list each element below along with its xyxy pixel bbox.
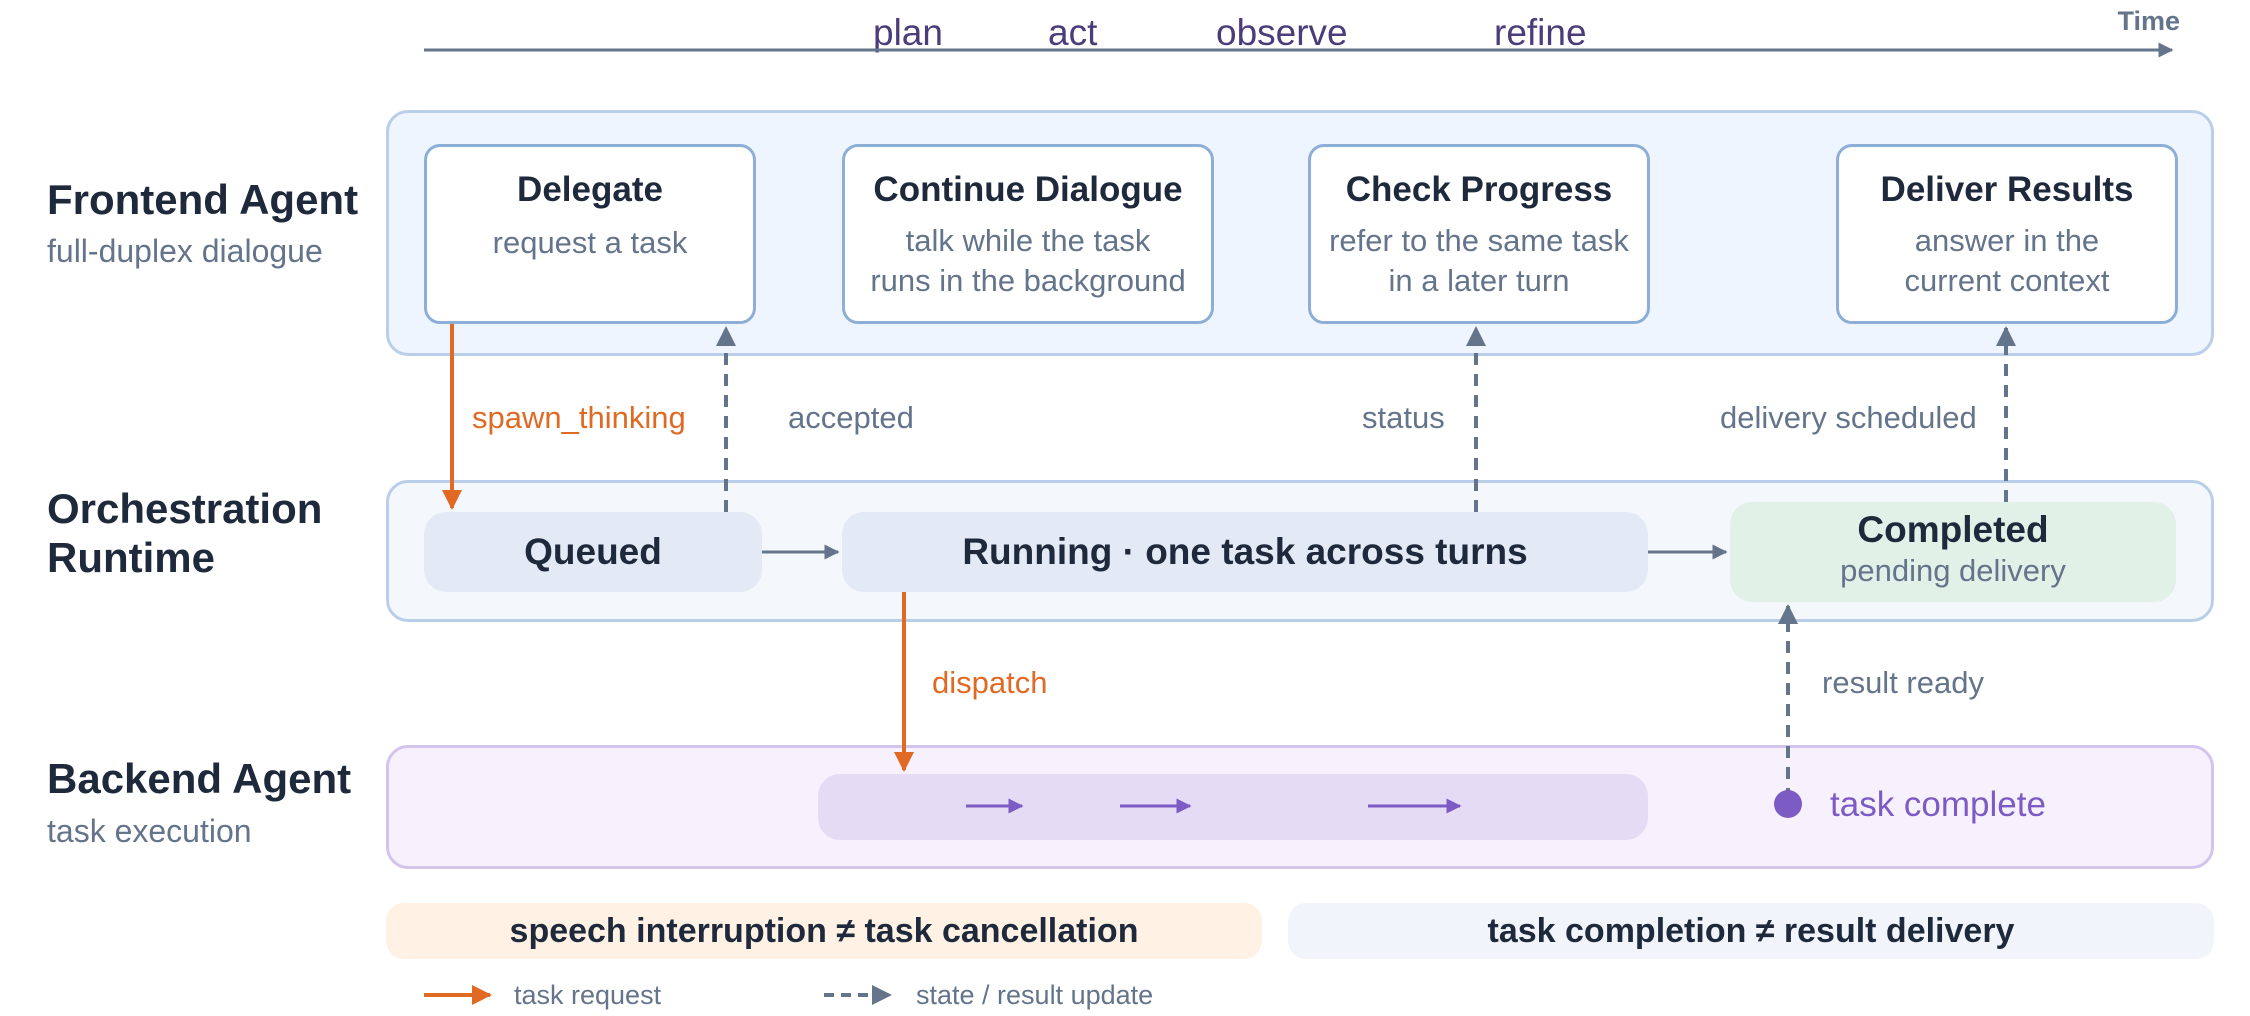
- state-running-label: Running · one task across turns: [962, 531, 1528, 572]
- card-title: Deliver Results: [1880, 170, 2134, 209]
- frontend-lane-subtitle: full-duplex dialogue: [47, 233, 323, 269]
- edge-label-accepted: accepted: [788, 400, 914, 435]
- backend-loop: [818, 774, 1648, 840]
- orchestration-lane-title-line1: Orchestration: [47, 485, 323, 532]
- card-check-progress: Check Progress refer to the same task in…: [1308, 144, 1650, 324]
- task-complete-dot: [1774, 790, 1802, 818]
- card-description-line2: current context: [1904, 263, 2110, 298]
- card-delegate: Delegate request a task: [424, 144, 756, 324]
- edge-label-result-ready: result ready: [1822, 665, 1984, 700]
- card-title: Continue Dialogue: [873, 170, 1183, 209]
- card-description-line1: answer in the: [1914, 223, 2100, 258]
- loop-step-plan: plan: [873, 12, 943, 53]
- task-complete-label: task complete: [1830, 785, 2046, 824]
- loop-step-refine: refine: [1494, 12, 1587, 53]
- card-description-line1: refer to the same task: [1329, 223, 1629, 258]
- legend-state-update-label: state / result update: [916, 980, 1154, 1010]
- state-queued-label: Queued: [524, 531, 662, 572]
- card-title: Check Progress: [1345, 170, 1613, 209]
- legend-task-request-label: task request: [514, 980, 662, 1010]
- backend-lane-subtitle: task execution: [47, 813, 252, 849]
- frontend-lane-title: Frontend Agent: [47, 176, 359, 223]
- card-description: request a task: [492, 225, 688, 260]
- edge-label-delivery-scheduled: delivery scheduled: [1720, 400, 1977, 435]
- time-axis-label: Time: [2117, 6, 2180, 36]
- backend-lane-title: Backend Agent: [47, 755, 352, 802]
- state-running: Running · one task across turns: [842, 512, 1648, 592]
- state-completed-label: Completed: [1857, 509, 2049, 550]
- card-description-line2: runs in the background: [870, 263, 1186, 298]
- edge-label-dispatch: dispatch: [932, 665, 1048, 700]
- edge-label-spawn-thinking: spawn_thinking: [472, 400, 686, 435]
- card-deliver-results: Deliver Results answer in the current co…: [1836, 144, 2178, 324]
- card-title: Delegate: [517, 170, 663, 209]
- loop-step-act: act: [1048, 12, 1098, 53]
- edge-label-status: status: [1362, 400, 1445, 435]
- note-completion-delivery: task completion ≠ result delivery: [1288, 903, 2214, 959]
- state-queued: Queued: [424, 512, 762, 592]
- note-speech-interruption: speech interruption ≠ task cancellation: [386, 903, 1262, 959]
- orchestration-lane-title-line2: Runtime: [47, 534, 215, 581]
- card-continue-dialogue: Continue Dialogue talk while the task ru…: [842, 144, 1214, 324]
- loop-step-observe: observe: [1216, 12, 1348, 53]
- card-description-line1: talk while the task: [905, 223, 1151, 258]
- card-description-line2: in a later turn: [1388, 263, 1570, 298]
- state-completed: Completed pending delivery: [1730, 502, 2176, 602]
- state-completed-sublabel: pending delivery: [1840, 553, 2066, 588]
